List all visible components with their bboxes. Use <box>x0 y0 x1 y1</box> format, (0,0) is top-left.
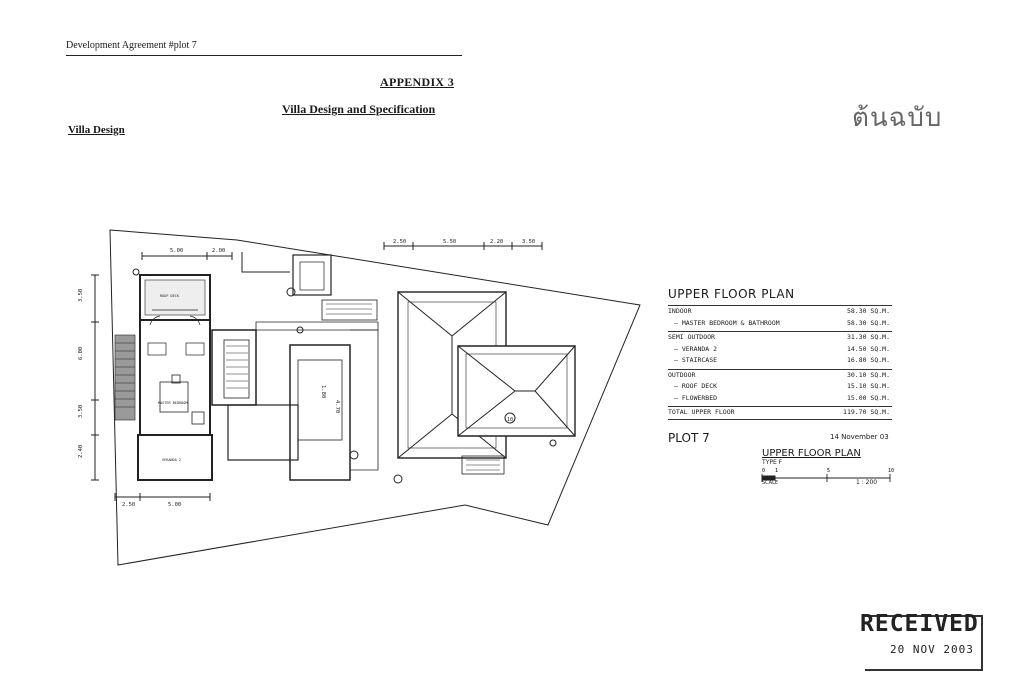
secondary-roof <box>457 345 576 437</box>
scale-tick-label: 0 <box>762 468 765 474</box>
area-label: OUTDOOR <box>668 370 696 379</box>
area-table-row: INDOOR 58.30 SQ.M. <box>668 305 892 318</box>
header-rule <box>66 55 462 56</box>
dim-left-1: 3.50 <box>78 289 84 302</box>
scale-tick-label: 5 <box>827 468 830 474</box>
section-heading: Villa Design <box>68 124 125 136</box>
received-stamp-text: RECEIVED <box>860 611 979 637</box>
dim-top-right-3: 2.20 <box>490 239 503 245</box>
running-head: Development Agreement #plot 7 <box>66 40 197 51</box>
area-table-row: – ROOF DECK 15.10 SQ.M. <box>668 381 892 393</box>
dim-bottom-1: 2.50 <box>122 502 135 508</box>
area-value: 16.80 SQ.M. <box>846 356 890 364</box>
area-table-row: TOTAL UPPER FLOOR 119.70 SQ.M. <box>668 406 892 420</box>
received-stamp-date: 20 NOV 2003 <box>890 643 974 656</box>
scale-tick-label: 1 <box>775 468 778 474</box>
area-label: INDOOR <box>668 307 692 315</box>
dim-top-right-2: 5.50 <box>443 239 456 245</box>
area-value: 58.30 SQ.M. <box>846 318 890 327</box>
dim-top-left-1: 5.00 <box>170 248 183 254</box>
area-label: – STAIRCASE <box>674 356 718 364</box>
area-label: TOTAL UPPER FLOOR <box>668 408 735 416</box>
label-master-bedroom: MASTER BEDROOM <box>158 401 188 405</box>
plan-subtitle: UPPER FLOOR PLAN <box>762 448 861 459</box>
plan-date: 14 November 03 <box>830 433 889 441</box>
area-table-row: – VERANDA 2 14.50 SQ.M. <box>668 344 892 356</box>
area-value: 14.50 SQ.M. <box>846 344 890 353</box>
plan-type: TYPE F <box>762 459 783 466</box>
area-label: SEMI OUTDOOR <box>668 333 715 341</box>
dim-top-left-2: 2.00 <box>212 248 225 254</box>
original-copy-mark: ต้นฉบับ <box>852 103 943 133</box>
area-value: 15.00 SQ.M. <box>846 393 890 402</box>
area-table-row: SEMI OUTDOOR 31.30 SQ.M. <box>668 331 892 344</box>
label-roof-deck: ROOF DECK <box>160 294 180 298</box>
dim-bottom-2: 5.00 <box>168 502 181 508</box>
area-table-row: – FLOWERBED 15.00 SQ.M. <box>668 393 892 405</box>
dim-top-right-1: 2.50 <box>393 239 406 245</box>
dim-left-4: 2.40 <box>78 445 84 458</box>
dim-left-3: 3.50 <box>78 405 84 418</box>
area-label: – VERANDA 2 <box>674 344 718 353</box>
site-boundary <box>109 229 641 566</box>
scale-ratio: 1 : 200 <box>856 479 878 486</box>
marker-10: 10 <box>507 417 513 423</box>
received-stamp-frame <box>865 615 983 671</box>
area-table-row: – STAIRCASE 16.80 SQ.M. <box>668 355 892 367</box>
document-subtitle: Villa Design and Specification <box>282 102 436 116</box>
area-value: 15.10 SQ.M. <box>846 382 890 390</box>
veranda-2 <box>137 434 213 481</box>
area-table-title: UPPER FLOOR PLAN <box>668 287 795 301</box>
area-table-row: OUTDOOR 30.10 SQ.M. <box>668 368 892 382</box>
dim-top-right-4: 3.50 <box>522 239 535 245</box>
label-veranda: VERANDA 2 <box>162 458 181 462</box>
scale-tick-label: 10 <box>888 468 894 474</box>
area-value: 119.70 SQ.M. <box>843 408 890 416</box>
dim-left-2: 6.00 <box>78 347 84 360</box>
scale-label: SCALE <box>762 480 779 486</box>
appendix-title: APPENDIX 3 <box>380 75 454 89</box>
area-value: 30.10 SQ.M. <box>846 370 890 379</box>
area-label: – FLOWERBED <box>674 393 718 402</box>
area-value: 58.30 SQ.M. <box>846 307 890 315</box>
area-table-row: – MASTER BEDROOM & BATHROOM 58.30 SQ.M. <box>668 318 892 330</box>
master-bedroom <box>139 319 211 436</box>
area-value: 31.30 SQ.M. <box>846 333 890 341</box>
plot-number: PLOT 7 <box>668 431 710 445</box>
inner-dim-2: 4.70 <box>334 400 340 413</box>
area-label: – ROOF DECK <box>674 382 718 390</box>
inner-dim-1: 1.80 <box>320 385 326 398</box>
area-label: – MASTER BEDROOM & BATHROOM <box>674 318 780 327</box>
